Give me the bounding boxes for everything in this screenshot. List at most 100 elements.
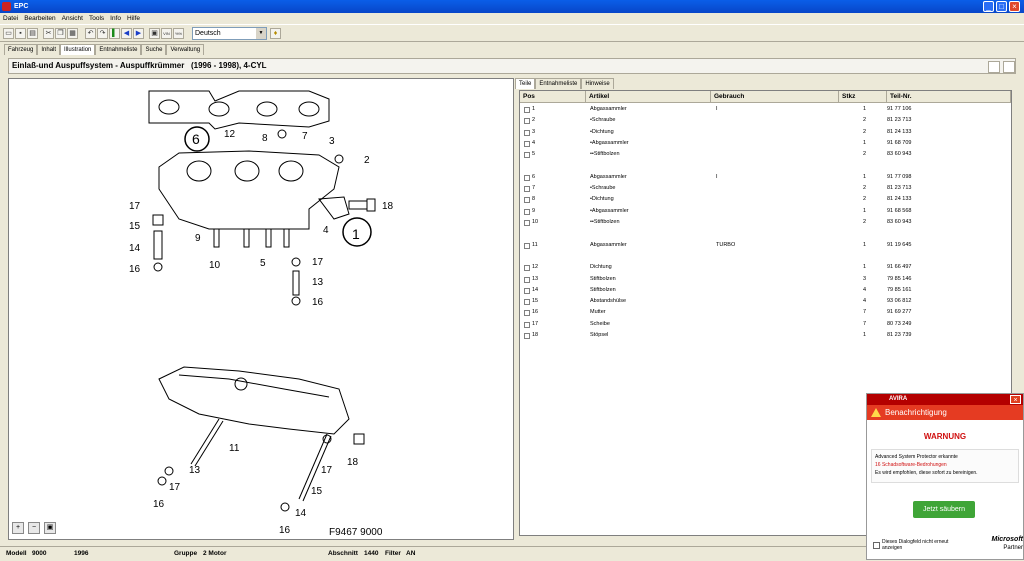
avira-close-icon[interactable]: ×	[1010, 395, 1021, 404]
cut-icon[interactable]: ✂	[43, 28, 54, 39]
row-checkbox[interactable]	[524, 129, 530, 136]
row-checkbox[interactable]	[524, 107, 530, 113]
vin-icon[interactable]: VIN	[161, 28, 172, 39]
fit-page-icon[interactable]: ▣	[44, 522, 56, 534]
row-checkbox[interactable]	[524, 174, 530, 181]
menu-bearbeiten[interactable]: Bearbeiten	[24, 15, 56, 22]
tab-verwaltung[interactable]: Verwaltung	[166, 44, 205, 55]
menu-info[interactable]: Info	[110, 15, 121, 22]
tab-inhalt[interactable]: Inhalt	[37, 44, 61, 55]
row-checkbox[interactable]	[524, 321, 530, 328]
search-code-icon[interactable]: %%	[173, 28, 184, 39]
row-checkbox[interactable]	[524, 310, 530, 317]
flag-icon[interactable]: ▌	[109, 28, 120, 39]
language-select[interactable]: Deutsch▼	[192, 27, 267, 40]
title-bar: EPC	[0, 0, 1024, 13]
menu-datei[interactable]: Datei	[3, 15, 19, 22]
callout-11: 11	[229, 443, 240, 454]
cell-artikel: Dichtung	[590, 264, 612, 271]
status-year: 1996	[74, 550, 89, 557]
zoom-out-icon[interactable]: −	[28, 522, 40, 534]
copy-icon[interactable]: ❐	[55, 28, 66, 39]
menu-ansicht[interactable]: Ansicht	[61, 15, 83, 22]
list-view-icon[interactable]	[988, 61, 1000, 73]
maximize-button[interactable]: □	[996, 1, 1007, 12]
open-icon[interactable]: ▭	[3, 28, 14, 39]
row-checkbox[interactable]	[524, 197, 530, 204]
col-artikel[interactable]: Artikel	[586, 91, 711, 102]
forward-arrow-icon[interactable]: ▶	[133, 28, 144, 39]
cell-stkz: 2	[863, 151, 867, 158]
car-icon[interactable]: ▣	[149, 28, 160, 39]
zoom-in-icon[interactable]: +	[12, 522, 24, 534]
callout-16b: 16	[312, 297, 324, 308]
tab-illustration[interactable]: Illustration	[60, 44, 96, 55]
tab-suche[interactable]: Suche	[141, 44, 167, 55]
clean-now-button[interactable]: Jetzt säubern	[913, 501, 975, 518]
status-modell: 9000	[32, 550, 47, 557]
tab-hinweise[interactable]: Hinweise	[581, 78, 614, 89]
col-pos[interactable]: Pos	[520, 91, 586, 102]
row-checkbox[interactable]	[524, 333, 530, 339]
row-checkbox[interactable]	[524, 118, 530, 125]
tab-entnahmeliste[interactable]: Entnahmeliste	[95, 44, 142, 55]
close-button[interactable]: ×	[1009, 1, 1020, 12]
row-checkbox[interactable]	[524, 242, 530, 249]
dont-show-label: Dieses Dialogfeld nicht erneut anzeigen	[882, 539, 949, 551]
minimize-button[interactable]: _	[983, 1, 994, 12]
col-stkz[interactable]: Stkz	[839, 91, 887, 102]
row-checkbox[interactable]	[524, 220, 530, 226]
menu-tools[interactable]: Tools	[88, 15, 105, 22]
row-checkbox[interactable]	[524, 265, 530, 272]
cell-artikel: Abstandshülse	[590, 298, 627, 305]
tab-teile[interactable]: Teile	[515, 78, 536, 89]
row-checkbox[interactable]	[524, 287, 530, 294]
tab-fahrzeug[interactable]: Fahrzeug	[4, 44, 38, 55]
dont-show-checkbox[interactable]	[873, 542, 880, 549]
row-checkbox[interactable]	[524, 276, 530, 283]
cell-pos: 10	[532, 219, 539, 225]
cell-pos: 2	[532, 117, 536, 124]
help-bulb-icon[interactable]: ♦	[270, 28, 281, 39]
row-checkbox[interactable]	[524, 140, 530, 147]
col-gebrauch[interactable]: Gebrauch	[711, 91, 839, 102]
row-checkbox[interactable]	[524, 208, 530, 215]
paste-icon[interactable]: ▦	[67, 28, 78, 39]
undo-icon[interactable]: ↶	[85, 28, 96, 39]
notes-icon[interactable]	[1003, 61, 1015, 73]
tab-entnahmeliste-sub[interactable]: Entnahmeliste	[535, 78, 582, 89]
col-teilnr[interactable]: Teil-Nr.	[887, 91, 1011, 102]
illustration-panel: 12 6 8 7 3 2 17 15 14 16 9 10 5 4 1 18 1…	[8, 78, 514, 540]
avira-heading: Benachrichtigung	[885, 408, 947, 417]
row-checkbox[interactable]	[524, 186, 530, 193]
cell-pos: 3	[532, 128, 536, 135]
cell-teil: 91 77 106	[887, 106, 912, 112]
cell-teil: 91 66 497	[887, 264, 912, 271]
print-icon[interactable]: ▤	[27, 28, 38, 39]
save-icon[interactable]: ▪	[15, 28, 26, 39]
back-arrow-icon[interactable]: ◀	[121, 28, 132, 39]
redo-icon[interactable]: ↷	[97, 28, 108, 39]
row-checkbox[interactable]	[524, 152, 530, 159]
row-checkbox[interactable]	[524, 299, 530, 306]
cell-teil: 91 69 277	[887, 309, 912, 316]
menu-hilfe[interactable]: Hilfe	[127, 15, 141, 22]
